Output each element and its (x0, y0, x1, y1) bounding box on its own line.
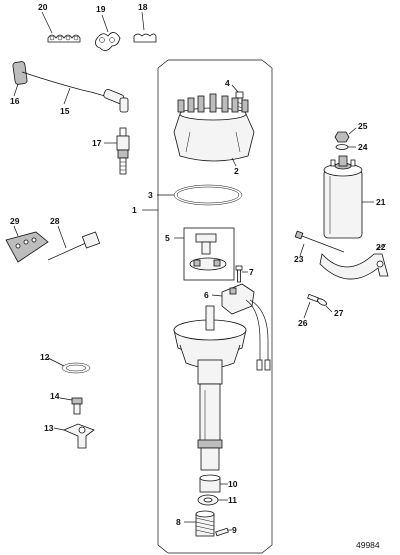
washer-24 (335, 144, 356, 150)
callout-3: 3 (148, 190, 153, 200)
callout-24: 24 (358, 142, 368, 152)
callout-10: 10 (228, 479, 238, 489)
gasket-12 (47, 357, 91, 374)
callout-15: 15 (60, 106, 70, 116)
harness-strap-28 (47, 225, 101, 261)
bushing-10 (199, 474, 228, 493)
callout-9: 9 (232, 525, 237, 535)
callout-27: 27 (334, 308, 344, 318)
distributor-cap-2 (173, 93, 255, 167)
callout-23: 23 (294, 254, 304, 264)
callout-16: 16 (10, 96, 20, 106)
callout-26: 26 (298, 318, 308, 328)
bolt-14 (59, 397, 83, 415)
drawing-number: 49984 (356, 540, 380, 550)
wire-separator-19 (95, 14, 121, 51)
clamp-13 (53, 423, 95, 449)
callout-14: 14 (50, 391, 60, 401)
callout-13: 13 (44, 423, 54, 433)
wire-clip-18 (133, 11, 157, 43)
callout-7: 7 (249, 267, 254, 277)
callout-4: 4 (225, 78, 230, 88)
callout-6: 6 (204, 290, 209, 300)
callout-20: 20 (38, 2, 48, 12)
callout-21: 21 (376, 197, 386, 207)
callout-29: 29 (10, 216, 20, 226)
callout-11: 11 (228, 495, 237, 505)
callout-19: 19 (96, 4, 106, 14)
callout-22: 22 (376, 242, 386, 252)
roll-pin-9 (215, 527, 232, 537)
ignition-coil-21 (323, 155, 374, 239)
assembly-bracket (157, 59, 273, 554)
spark-plug-17 (104, 127, 130, 175)
wire-guide-29 (5, 225, 49, 263)
screw-26 (303, 293, 319, 319)
callout-12: 12 (40, 352, 50, 362)
callout-18: 18 (138, 2, 148, 12)
screw-7 (235, 265, 248, 283)
wire-separator-20 (41, 11, 81, 43)
o-ring-3 (157, 184, 243, 206)
distributor-housing (173, 305, 247, 471)
callout-25: 25 (358, 121, 368, 131)
callout-28: 28 (50, 216, 60, 226)
nut-25 (334, 127, 357, 143)
drive-gear-8 (184, 510, 215, 537)
ignition-module-6 (211, 283, 271, 371)
long-bolt-23 (294, 230, 345, 257)
callout-2: 2 (234, 166, 239, 176)
callout-1: 1 (132, 205, 137, 215)
washer-27 (317, 298, 333, 313)
coil-bracket-22 (319, 243, 389, 280)
spark-plug-wire-15 (12, 61, 129, 113)
callout-8: 8 (176, 517, 181, 527)
callout-5: 5 (165, 233, 170, 243)
washer-11 (197, 494, 228, 506)
rotor-5 (174, 227, 235, 281)
callout-17: 17 (92, 138, 102, 148)
